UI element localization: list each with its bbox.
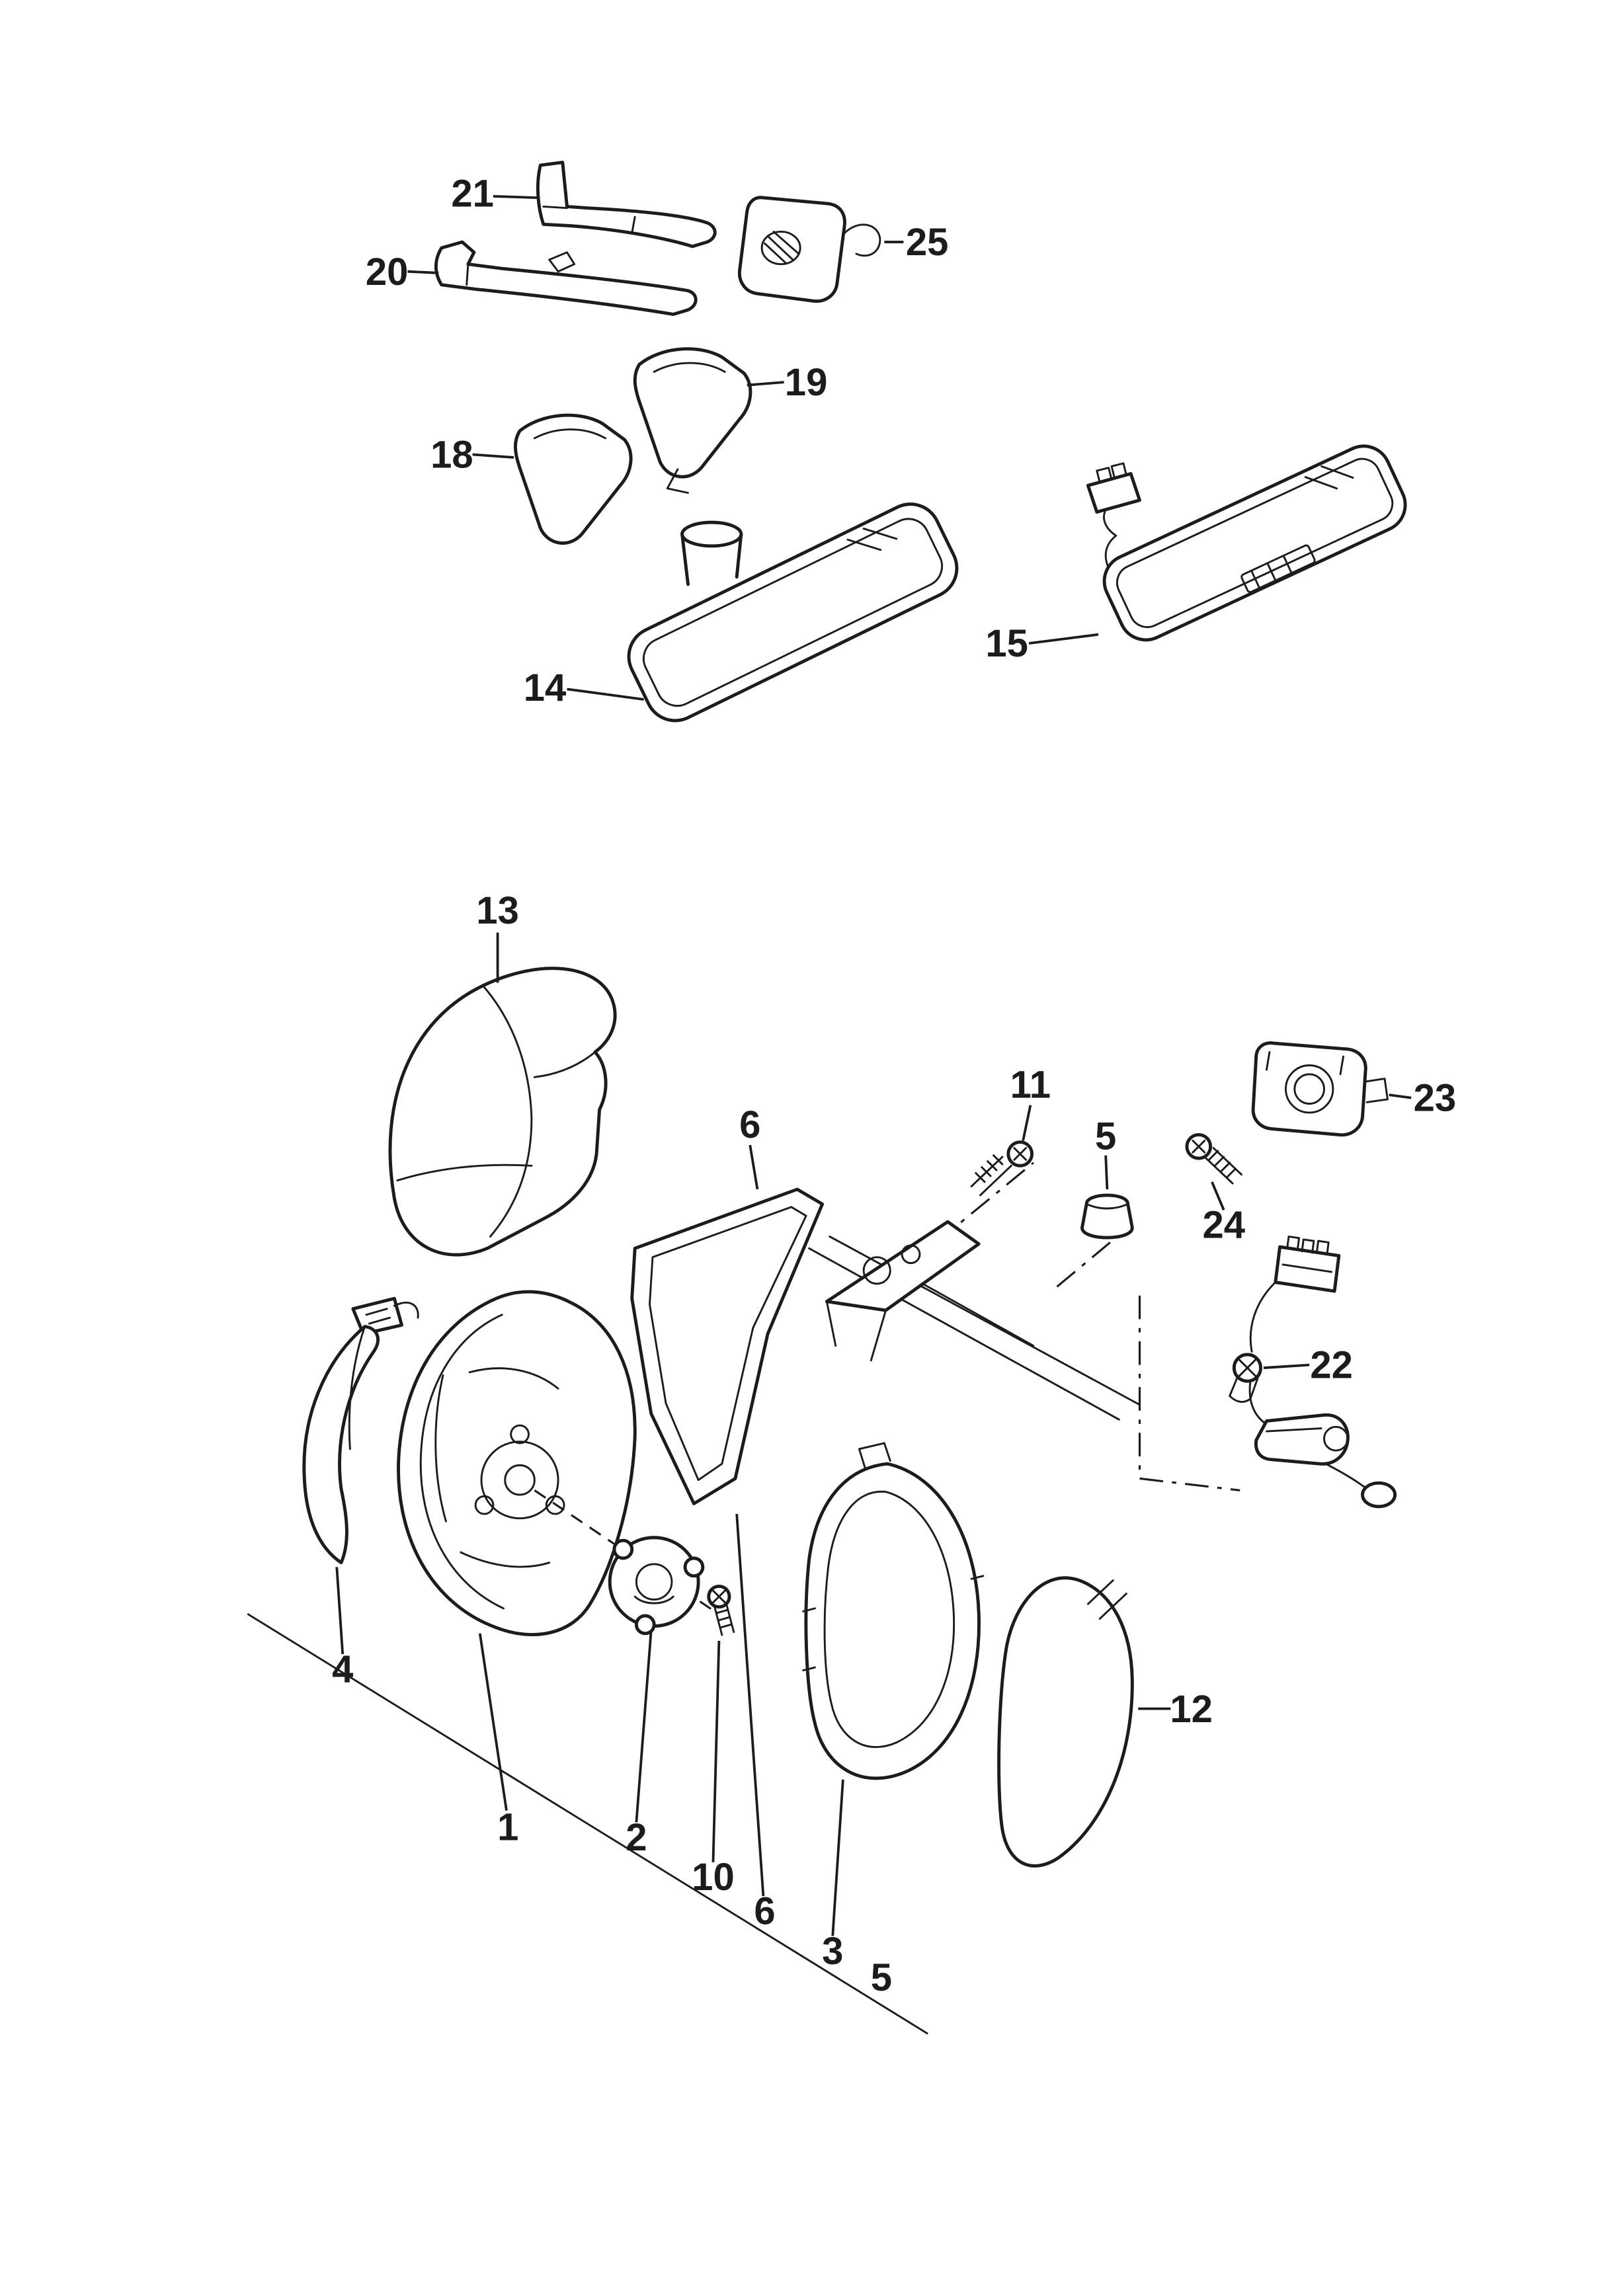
leader-line-6a	[749, 1144, 759, 1190]
part-23-retainer	[1251, 1041, 1389, 1137]
leader-line-23	[1389, 1093, 1412, 1099]
leader-line-10	[711, 1640, 721, 1862]
callout-25: 25	[906, 221, 949, 264]
part-4-turn-signal-lamp	[302, 1296, 419, 1565]
leader-line-15	[1028, 633, 1099, 645]
callout-10: 10	[692, 1856, 735, 1899]
leader-line-6b	[735, 1513, 765, 1897]
callout-12: 12	[1170, 1688, 1213, 1731]
callout-5a: 5	[1095, 1115, 1116, 1158]
callout-19: 19	[785, 361, 828, 404]
part-10-screw	[707, 1584, 735, 1636]
leader-line-21	[493, 194, 538, 199]
leader-line-3	[831, 1779, 844, 1936]
callout-labels: 21 20 25 19 18 14 15 13 6 11 5 23 24 22 …	[332, 172, 1456, 1999]
mirror-stem	[680, 520, 743, 586]
callout-11: 11	[1010, 1064, 1051, 1107]
callout-20: 20	[366, 251, 409, 294]
door-edge-lines	[808, 1235, 1141, 1421]
part-15-interior-mirror-auto-dim	[1086, 444, 1407, 642]
part-13-housing-cap	[388, 967, 617, 1257]
callout-1: 1	[497, 1805, 518, 1848]
callout-6a: 6	[739, 1103, 760, 1146]
part-12-mirror-glass	[997, 1576, 1134, 1868]
leader-line-5a	[1104, 1155, 1109, 1190]
callout-3: 3	[822, 1930, 843, 1973]
callout-22: 22	[1310, 1344, 1353, 1387]
callout-14: 14	[524, 666, 567, 709]
callout-21: 21	[451, 172, 494, 215]
leader-line-20	[407, 270, 439, 274]
part-25-cover-clip	[737, 196, 881, 303]
callout-4: 4	[332, 1647, 353, 1690]
leader-line-19	[747, 381, 784, 387]
leader-lines	[335, 194, 1412, 1936]
part-3-glass-carrier	[802, 1442, 985, 1780]
leader-line-24	[1211, 1181, 1225, 1210]
callout-15: 15	[985, 622, 1028, 665]
callout-23: 23	[1414, 1077, 1457, 1120]
part-20-retaining-bracket	[434, 240, 698, 316]
leader-line-11	[1022, 1105, 1032, 1141]
leader-line-22	[1263, 1363, 1310, 1369]
part-11-screw	[970, 1140, 1034, 1197]
leader-line-1	[478, 1633, 508, 1811]
part-21-retaining-bracket	[536, 161, 717, 249]
reference-line	[247, 1613, 928, 2035]
part-2-adjusting-motor	[608, 1536, 705, 1636]
leader-line-18	[472, 453, 514, 459]
part-5-cap	[1080, 1193, 1134, 1240]
part-22-wiring-harness	[1229, 1235, 1397, 1509]
callout-5b: 5	[871, 1956, 892, 1999]
part-6-glass-frame	[630, 1187, 825, 1505]
callout-18: 18	[430, 434, 473, 477]
callout-6b: 6	[754, 1890, 775, 1933]
leader-line-4	[335, 1567, 345, 1655]
part-24-screw	[1185, 1132, 1242, 1185]
part-1-mirror-housing	[397, 1290, 637, 1636]
callout-2: 2	[626, 1816, 647, 1859]
leader-line-14	[567, 688, 644, 701]
part-19-mirror-base-cover	[633, 347, 752, 494]
callout-24: 24	[1202, 1204, 1245, 1247]
mirror-arm-base	[825, 1220, 981, 1362]
part-14-interior-mirror	[627, 502, 959, 723]
leader-line-2	[635, 1630, 653, 1823]
callout-13: 13	[476, 889, 519, 932]
part-18-mirror-base-cover	[514, 413, 633, 545]
